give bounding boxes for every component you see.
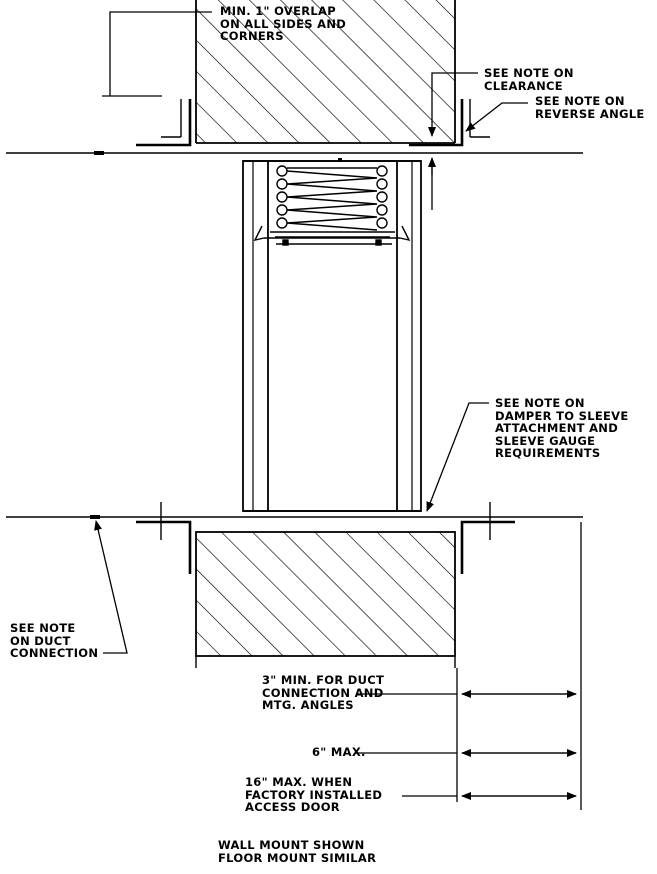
max-6-dimension-label: 6" MAX. <box>312 746 366 759</box>
upper-mounting-angles <box>136 99 490 147</box>
duct-connection-note-line: SEE NOTE <box>10 621 76 635</box>
overlap-note-line: ON ALL SIDES AND <box>220 16 347 31</box>
mount-caption-line: WALL MOUNT SHOWN <box>218 838 365 852</box>
sleeve-note-line: REQUIREMENTS <box>495 446 601 460</box>
reverse-angle-note-line: REVERSE ANGLE <box>535 106 645 121</box>
sleeve-note-line: ATTACHMENT AND <box>495 421 619 435</box>
min-duct-dimension-line: 3" MIN. FOR DUCT <box>262 673 385 687</box>
duct-connection-note: SEE NOTE ON DUCT CONNECTION <box>10 622 98 660</box>
upper-duct-line <box>6 151 583 155</box>
sleeve-note: SEE NOTE ON DAMPER TO SLEEVE ATTACHMENT … <box>495 397 629 460</box>
clearance-note-line: CLEARANCE <box>484 78 563 93</box>
overlap-note-line: MIN. 1" OVERLAP <box>220 4 336 18</box>
reverse-angle-note: SEE NOTE ON REVERSE ANGLE <box>535 95 645 120</box>
sleeve-note-line: SLEEVE GAUGE <box>495 433 596 448</box>
min-duct-dimension-label: 3" MIN. FOR DUCT CONNECTION AND MTG. ANG… <box>262 674 384 712</box>
lower-duct-line <box>6 515 583 519</box>
duct-connection-note-line: CONNECTION <box>10 646 99 660</box>
upper-wall <box>195 0 456 144</box>
sleeve-note-line: DAMPER TO SLEEVE <box>495 408 629 423</box>
dimension-lines <box>356 522 582 810</box>
max-16-dimension-label: 16" MAX. WHEN FACTORY INSTALLED ACCESS D… <box>245 776 382 814</box>
damper-sleeve <box>242 158 422 512</box>
mount-caption: WALL MOUNT SHOWN FLOOR MOUNT SIMILAR <box>218 839 376 864</box>
max-16-dimension-line: ACCESS DOOR <box>245 800 340 814</box>
max-16-dimension-line: FACTORY INSTALLED <box>245 787 383 802</box>
min-duct-dimension-line: MTG. ANGLES <box>262 698 354 712</box>
clearance-note-line: SEE NOTE ON <box>484 66 574 80</box>
clearance-note: SEE NOTE ON CLEARANCE <box>484 67 574 92</box>
max-16-dimension-line: 16" MAX. WHEN <box>245 775 353 789</box>
leader-lines <box>94 11 528 654</box>
mount-caption-line: FLOOR MOUNT SIMILAR <box>218 850 377 865</box>
sleeve-note-line: SEE NOTE ON <box>495 396 585 410</box>
overlap-note-line: CORNERS <box>220 29 284 43</box>
max-6-dimension-line: 6" MAX. <box>312 745 366 759</box>
reverse-angle-note-line: SEE NOTE ON <box>535 94 625 108</box>
min-duct-dimension-line: CONNECTION AND <box>262 685 384 700</box>
lower-mounting-angles <box>136 502 515 574</box>
curtain-blades <box>253 165 411 246</box>
overlap-note: MIN. 1" OVERLAP ON ALL SIDES AND CORNERS <box>220 5 346 43</box>
lower-wall <box>195 531 456 668</box>
duct-connection-note-line: ON DUCT <box>10 633 71 648</box>
